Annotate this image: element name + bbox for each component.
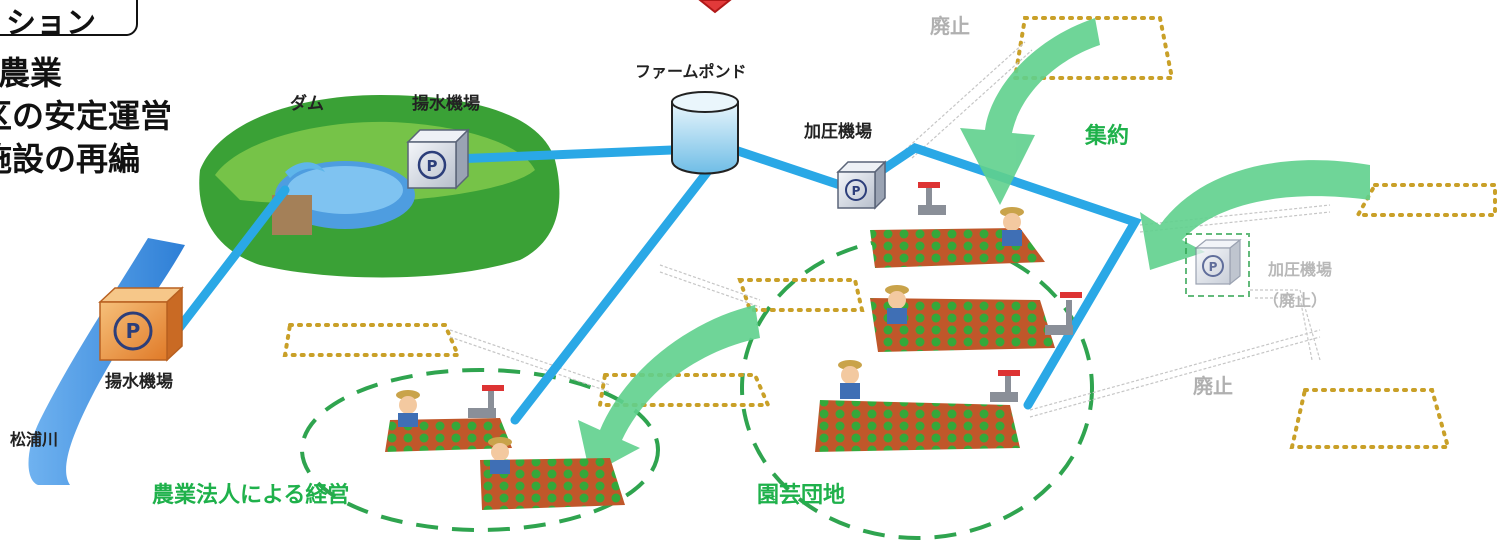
pointer-mark <box>698 0 732 14</box>
water-faucets <box>468 182 1082 418</box>
heading-line-2: 区の安定運営 <box>0 97 173 135</box>
heading-line-1: 農業 <box>0 54 63 92</box>
booster-station-label: 加圧機場 <box>804 122 872 142</box>
farmer-figures <box>396 207 1024 474</box>
section-tab: ション <box>0 0 138 41</box>
abolished-booster-label: 加圧機場 <box>1268 260 1333 279</box>
pump-p-glyph: P <box>126 319 141 343</box>
pump-p-glyph: P <box>427 157 438 175</box>
consolidation-label: 集約 <box>1085 124 1130 149</box>
dam-hill <box>199 95 560 278</box>
consolidation-arrows <box>578 18 1370 475</box>
river-label: 松浦川 <box>10 430 59 449</box>
horticulture-complex-label: 園芸団地 <box>757 483 846 508</box>
dotted-plots <box>282 16 1497 449</box>
heading-line-3: 施設の再編 <box>0 140 141 178</box>
abolished-bottom-label: 廃止 <box>1193 374 1233 398</box>
crop-fields <box>385 228 1055 510</box>
pump-station-dam-label: 揚水機場 <box>412 94 480 114</box>
abolished-booster-station-icon: P <box>1185 233 1250 297</box>
pump-p-glyph: P <box>852 184 861 198</box>
corp-area-circle <box>300 368 660 532</box>
water-pipes <box>165 143 1142 425</box>
booster-station-icon: P <box>836 160 887 210</box>
abolished-booster-note: （廃止） <box>1263 291 1328 310</box>
section-tab-label: ション <box>6 6 96 41</box>
farm-pond-label: ファームポンド <box>635 62 747 81</box>
abolished-pipes <box>449 41 1331 418</box>
pump-p-glyph: P <box>1209 260 1218 274</box>
farm-pond-tank <box>671 91 739 175</box>
pump-station-dam-icon: P <box>406 128 470 190</box>
corp-management-label: 農業法人による経営 <box>152 483 350 508</box>
pump-station-river-label: 揚水機場 <box>105 372 173 392</box>
pump-station-river-icon: P <box>98 286 184 362</box>
abolished-top-label: 廃止 <box>930 14 970 38</box>
dam-label: ダム <box>290 94 324 114</box>
